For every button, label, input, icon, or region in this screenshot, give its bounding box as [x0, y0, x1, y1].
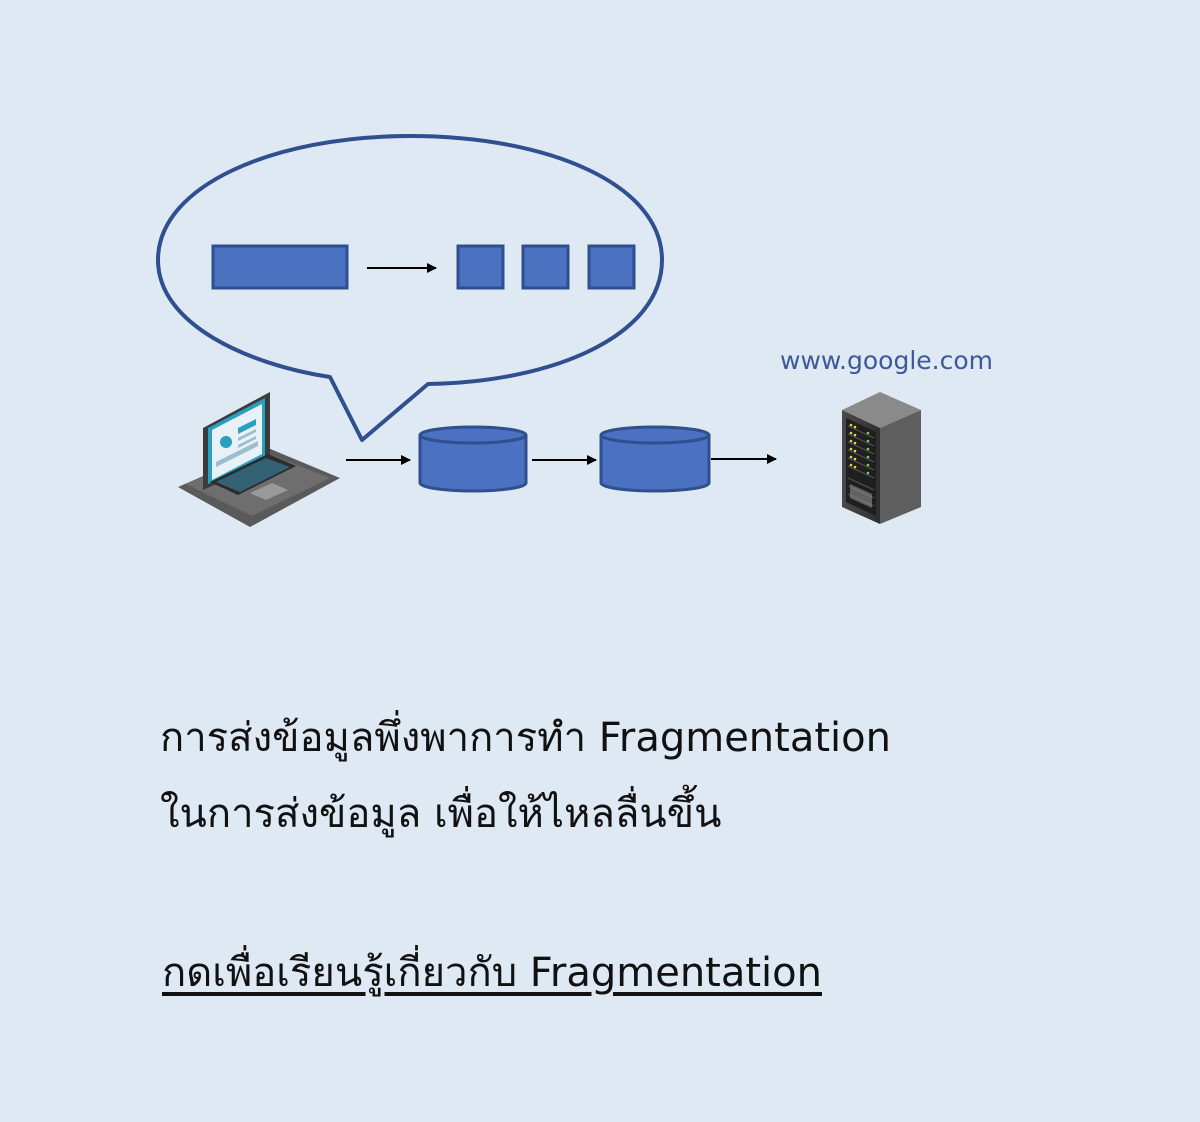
router-icon	[599, 425, 711, 493]
fragment-block-2	[521, 244, 570, 290]
laptop-icon	[178, 392, 340, 527]
learn-more-link[interactable]: กดเพื่อเรียนรู้เกี่ยวกับ Fragmentation	[162, 950, 822, 996]
description-line-1: การส่งข้อมูลพึ่งพาการทำ Fragmentation	[160, 715, 891, 761]
description-line-2: ในการส่งข้อมูล เพื่อให้ไหลลื่นขึ้น	[160, 791, 722, 837]
original-packet-block	[211, 244, 349, 290]
fragmentation-diagram: www.google.com	[156, 134, 993, 527]
router-icon	[418, 425, 528, 493]
description-text: การส่งข้อมูลพึ่งพาการทำ Fragmentation ใน…	[160, 700, 891, 852]
server-url-label: www.google.com	[780, 346, 993, 375]
speech-bubble	[156, 134, 664, 442]
server-rack-icon	[842, 392, 921, 524]
fragment-block-1	[456, 244, 505, 290]
fragment-block-3	[587, 244, 636, 290]
